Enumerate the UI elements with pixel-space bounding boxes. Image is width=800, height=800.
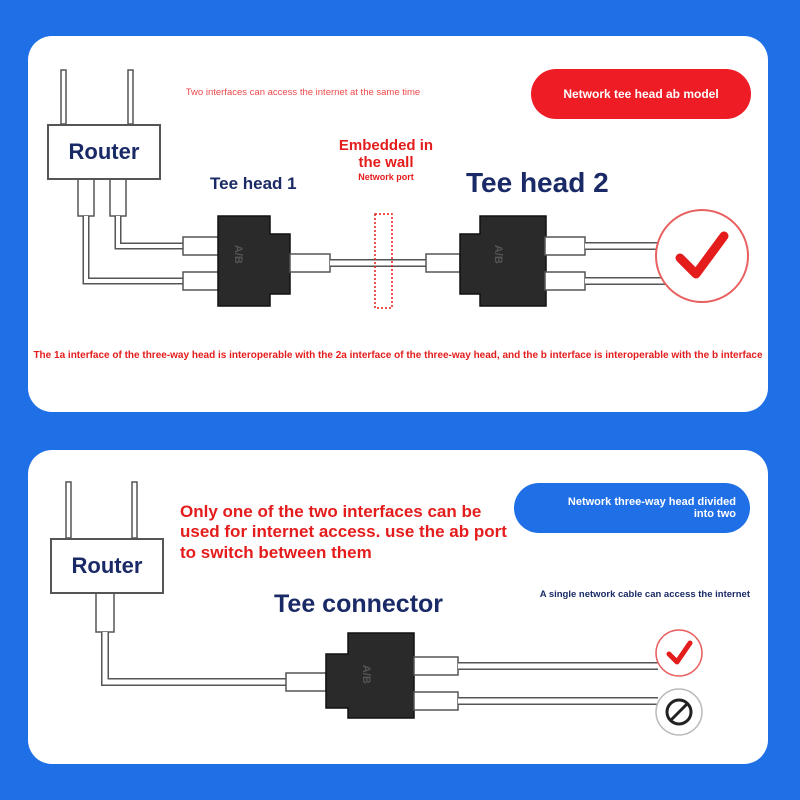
tee-connector-label: Tee connector <box>274 590 444 618</box>
top-router-box: Router <box>47 124 161 180</box>
top-description: The 1a interface of the three-way head i… <box>33 350 763 361</box>
rj45-plug <box>182 271 220 291</box>
router-antenna <box>65 481 72 539</box>
bottom-diagram-lines <box>65 481 703 736</box>
rj45-plug <box>413 691 459 711</box>
bottom-model-badge: Network three-way head divided into two <box>514 483 750 533</box>
bottom-router-box: Router <box>50 538 164 594</box>
bottom-card: Router Only one of the two interfaces ca… <box>28 450 768 764</box>
top-router-label: Router <box>68 139 140 164</box>
router-antenna <box>127 69 134 125</box>
router-antenna <box>60 69 67 125</box>
single-cable-note: A single network cable can access the in… <box>539 589 750 600</box>
tee-head-1-port-label: A/B <box>231 244 244 264</box>
top-model-badge-label: Network tee head ab model <box>563 87 719 101</box>
rj45-plug <box>182 236 220 256</box>
cable <box>84 216 188 283</box>
rj45-plug <box>544 271 586 291</box>
check-circle-icon <box>655 629 703 677</box>
top-diagram-lines <box>60 69 749 309</box>
bottom-warning: Only one of the two interfaces can be us… <box>180 502 507 562</box>
tee-head-2-body <box>459 215 547 307</box>
rj45-plug <box>425 253 461 273</box>
top-card: Router Two interfaces can access the int… <box>28 36 768 412</box>
tee-connector-port-label: A/B <box>359 664 372 684</box>
cable <box>101 632 298 686</box>
embedded-line-1: Embedded in <box>338 137 434 154</box>
bottom-model-badge-label: Network three-way head divided into two <box>567 496 736 520</box>
router-antenna <box>131 481 138 539</box>
rj45-plug <box>285 672 327 692</box>
cable <box>114 216 188 250</box>
rj45-plug <box>289 253 331 273</box>
router-plug <box>109 177 127 217</box>
rj45-plug <box>413 656 459 676</box>
top-access-note: Two interfaces can access the internet a… <box>185 87 421 98</box>
router-plug <box>95 591 115 633</box>
rj45-plug <box>544 236 586 256</box>
tee-head-1-label: Tee head 1 <box>210 174 297 193</box>
cable <box>102 632 298 685</box>
router-plug <box>77 177 95 217</box>
tee-head-1-body <box>217 215 291 307</box>
embedded-line-2: the wall <box>358 154 414 171</box>
network-port-label: Network port <box>358 172 414 182</box>
wall-marker <box>374 213 393 309</box>
tee-head-2-port-label: A/B <box>491 244 504 264</box>
check-circle-icon <box>655 209 749 303</box>
tee-connector-body <box>325 632 415 719</box>
bottom-router-label: Router <box>71 553 143 578</box>
tee-head-2-label: Tee head 2 <box>466 167 609 198</box>
prohibited-circle-icon <box>655 688 703 736</box>
top-model-badge: Network tee head ab model <box>531 69 751 119</box>
cable <box>116 216 188 248</box>
